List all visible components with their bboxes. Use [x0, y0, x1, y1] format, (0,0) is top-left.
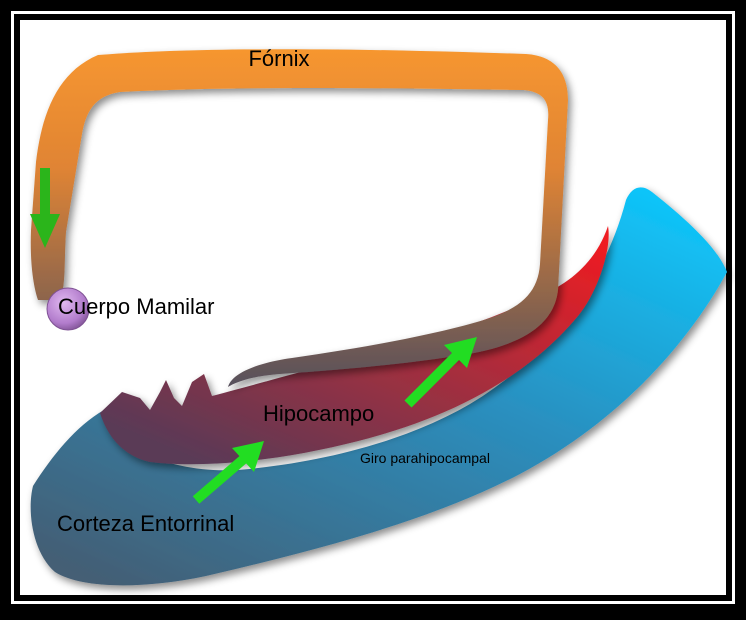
- mamillary-body-label: Cuerpo Mamilar: [58, 294, 215, 319]
- parahippocampal-gyrus-label: Giro parahipocampal: [360, 450, 490, 466]
- fornix-label: Fórnix: [248, 46, 309, 71]
- hippocampus-label: Hipocampo: [263, 401, 374, 426]
- entorhinal-cortex-label: Corteza Entorrinal: [57, 511, 234, 536]
